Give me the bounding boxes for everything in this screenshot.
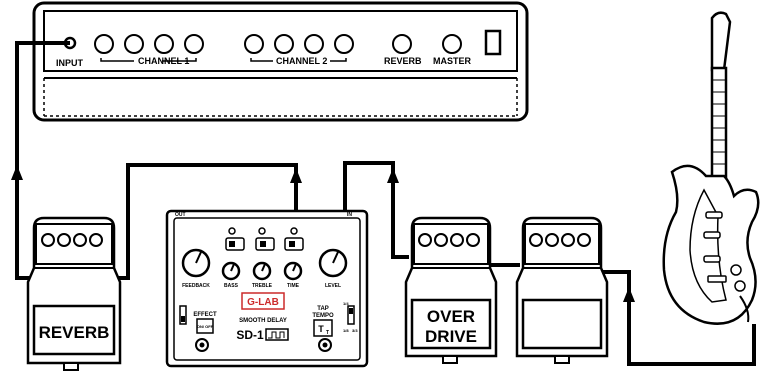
reverb-label: REVERB bbox=[39, 323, 110, 342]
overdrive-pedal: OVER DRIVE bbox=[404, 216, 498, 364]
delay-in-label: IN bbox=[347, 212, 352, 218]
electric-guitar bbox=[662, 11, 760, 325]
master-label: MASTER bbox=[433, 56, 472, 66]
reverb-knob bbox=[392, 34, 412, 54]
channel1-label: CHANNEL 1 bbox=[138, 56, 189, 66]
effect-label: EFFECT bbox=[193, 312, 217, 318]
overdrive-label-line2: DRIVE bbox=[425, 327, 477, 346]
delay-out-label: OUT bbox=[175, 212, 186, 218]
brand-logo bbox=[241, 292, 285, 310]
input-label: INPUT bbox=[56, 58, 84, 68]
amplifier: INPUT CHANNEL 1 CHANNEL 2 REVERB MASTER bbox=[32, 1, 529, 122]
model-name: SMOOTH DELAY bbox=[239, 318, 287, 324]
model-code: SD-1 bbox=[236, 328, 264, 342]
tap-tempo-footswitch bbox=[313, 319, 333, 337]
mode-label-3: 3/3 bbox=[352, 328, 358, 333]
reverb-pedal: REVERB bbox=[26, 216, 122, 371]
knob-level-label: LEVEL bbox=[325, 283, 341, 289]
blank-pedal bbox=[515, 216, 609, 364]
tap-button-label: T bbox=[318, 324, 324, 334]
tap-button-sub: T bbox=[326, 330, 329, 336]
knob-bass-label: BASS bbox=[224, 283, 239, 289]
knob-time-label: TIME bbox=[287, 283, 300, 289]
signal-arrows bbox=[11, 165, 635, 302]
master-knob bbox=[442, 34, 462, 54]
delay-pedal: OUT IN FEEDBACK BASS TREBLE TIME bbox=[165, 209, 369, 368]
tempo-label: TEMPO bbox=[312, 313, 334, 319]
brand-logo-text: G-LAB bbox=[247, 297, 279, 308]
mode-label-1: 1/4 bbox=[343, 301, 349, 306]
overdrive-label-line1: OVER bbox=[427, 307, 475, 326]
knob-treble-label: TREBLE bbox=[252, 283, 273, 289]
tap-label: TAP bbox=[317, 306, 329, 312]
channel1-knobs bbox=[94, 34, 204, 54]
channel2-knobs bbox=[244, 34, 354, 54]
effect-footswitch bbox=[196, 318, 214, 334]
power-switch bbox=[484, 29, 502, 56]
effect-switch-label: ON/ OFF bbox=[197, 324, 214, 329]
mode-label-2: 1/8 bbox=[343, 328, 349, 333]
knob-feedback-label: FEEDBACK bbox=[182, 283, 210, 289]
channel2-label: CHANNEL 2 bbox=[276, 56, 327, 66]
amp-reverb-label: REVERB bbox=[384, 56, 422, 66]
